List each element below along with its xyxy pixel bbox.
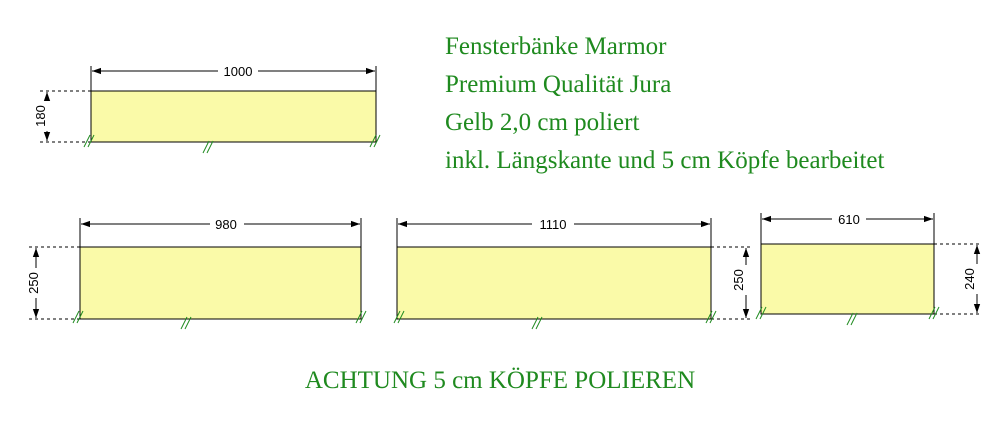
panel-4: 610 240 bbox=[755, 210, 981, 326]
panel-4-edge-marks bbox=[755, 306, 940, 326]
panel-3-slab bbox=[396, 246, 712, 320]
panel-1-slab bbox=[90, 90, 377, 143]
panel-2-depth-label: 250 bbox=[26, 272, 41, 294]
panel-2-slab bbox=[79, 246, 362, 320]
quality-line: Premium Qualität Jura bbox=[445, 71, 672, 98]
panel-4-length-label: 610 bbox=[838, 212, 860, 227]
panel-2-edge-marks bbox=[72, 310, 367, 330]
panel-3-depth-label: 250 bbox=[731, 269, 746, 291]
panel-1-edge-marks bbox=[83, 134, 381, 154]
panel-1-depth-label: 180 bbox=[33, 105, 48, 127]
panel-3: 1110 250 bbox=[393, 215, 752, 330]
panel-2: 980 250 bbox=[26, 215, 367, 330]
panel-2-length-label: 980 bbox=[215, 217, 237, 232]
panel-1-length-label: 1000 bbox=[224, 64, 253, 79]
panel-4-depth-label: 240 bbox=[962, 268, 977, 290]
processing-line: inkl. Längskante und 5 cm Köpfe bearbeit… bbox=[445, 147, 885, 174]
panel-4-slab bbox=[760, 243, 935, 315]
warning-note: ACHTUNG 5 cm KÖPFE POLIEREN bbox=[304, 367, 696, 394]
panel-3-length-label: 1110 bbox=[540, 217, 567, 232]
specification-text: Fensterbänke Marmor Premium Qualität Jur… bbox=[445, 28, 884, 180]
material-title: Fensterbänke Marmor bbox=[445, 33, 667, 60]
panel-3-edge-marks bbox=[393, 310, 717, 330]
color-thickness-line: Gelb 2,0 cm poliert bbox=[445, 109, 640, 136]
panel-1: 1000 180 bbox=[33, 62, 381, 154]
